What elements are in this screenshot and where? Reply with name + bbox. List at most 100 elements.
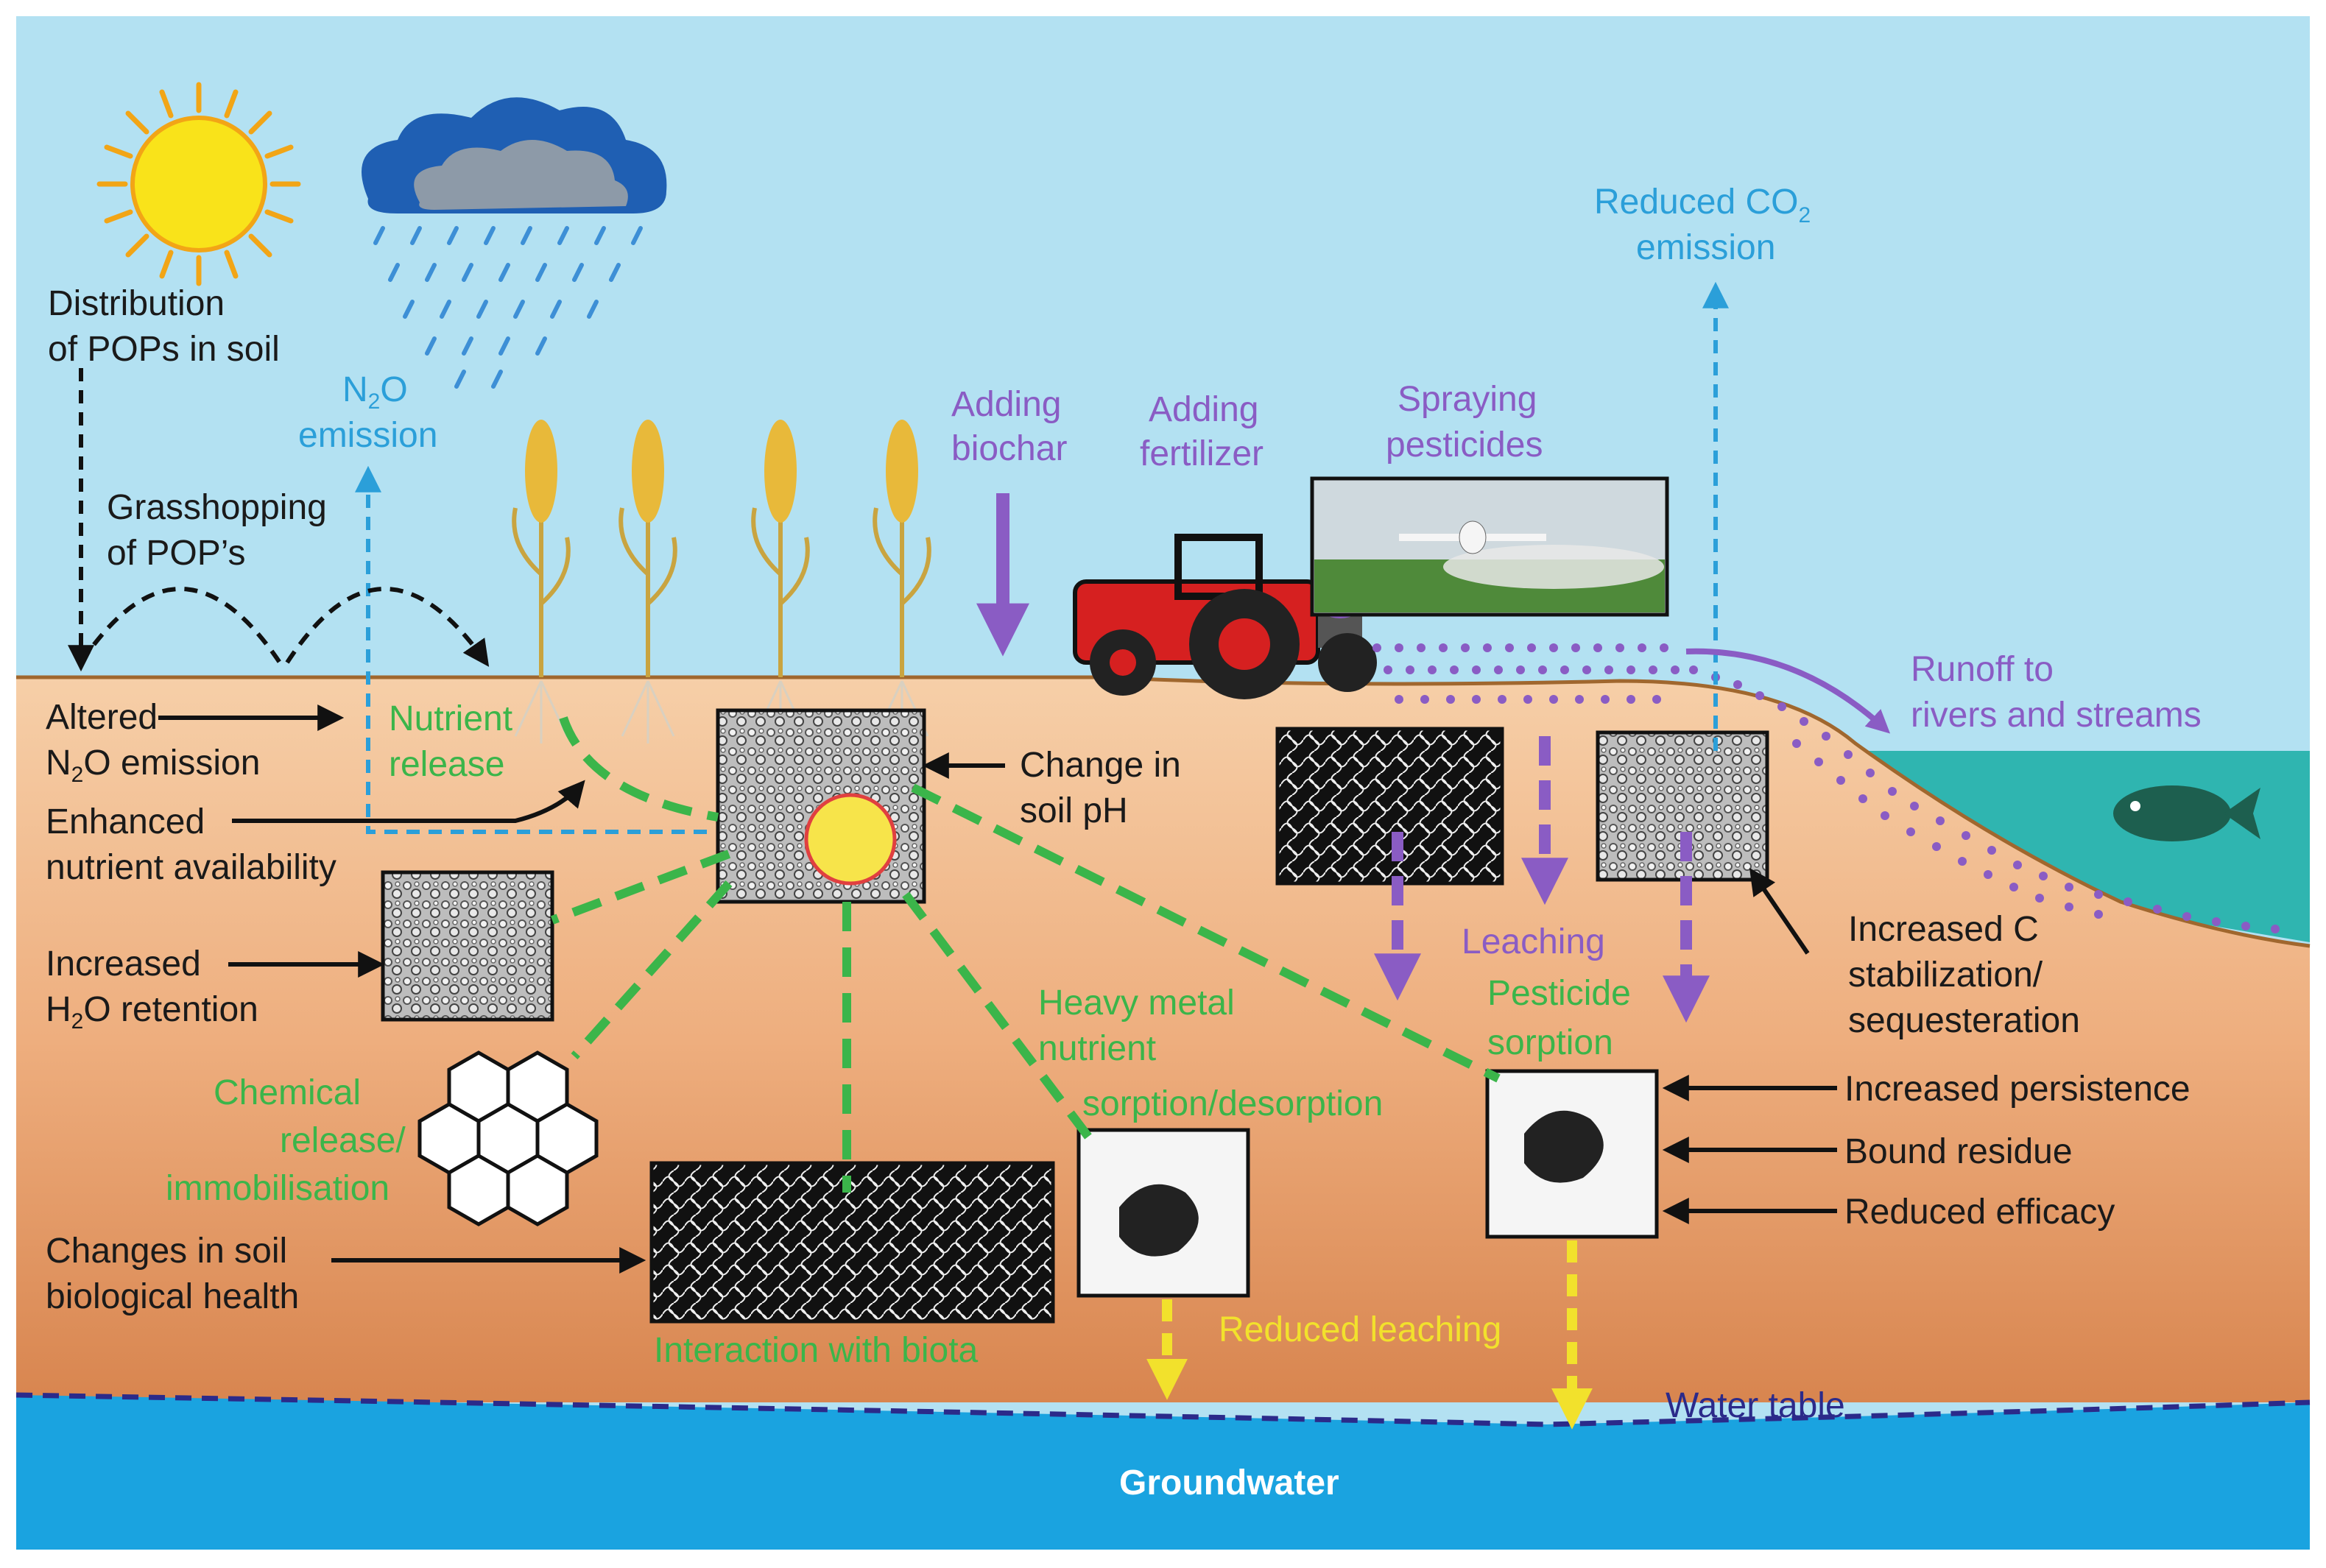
svg-text:of POP’s: of POP’s [107,534,246,573]
svg-text:sorption/desorption: sorption/desorption [1082,1084,1383,1123]
adding-fertilizer-label-2: fertilizer [1140,434,1264,473]
svg-text:N2O emission: N2O emission [46,744,260,787]
svg-text:Increased C: Increased C [1848,910,2039,949]
reduced-co2-sub: 2 [1798,203,1811,227]
runoff-label-1: Runoff to [1911,650,2054,689]
groundwater-label: Groundwater [1119,1463,1339,1502]
increased-h2o-h: H [46,990,71,1029]
spraying-label-2: pesticides [1386,425,1543,465]
svg-text:Distribution: Distribution [48,284,225,323]
svg-text:Increased persistence: Increased persistence [1844,1070,2191,1109]
chemical-release-label-3: immobilisation [166,1169,390,1208]
n2o-emission-o: O [380,370,407,409]
n2o-emission-label: emission [298,416,437,455]
n2o-emission-n: N [342,370,368,409]
svg-text:fertilizer: fertilizer [1140,434,1264,473]
reduced-leaching-label: Reduced leaching [1219,1310,1501,1349]
svg-text:Water table: Water table [1666,1386,1845,1425]
nutrient-release-label-1: Nutrient [389,699,512,738]
pore-micrograph-image [1275,727,1504,886]
svg-text:Changes in soil: Changes in soil [46,1232,287,1271]
purple-arrows [976,493,1891,1023]
svg-text:Reduced leaching: Reduced leaching [1219,1310,1501,1349]
altered-sub: 2 [71,763,84,787]
pesticide-spray-dots [1372,643,2280,933]
altered-label-2: O emission [83,744,260,783]
n2o-emission-sub: 2 [368,389,381,414]
svg-text:stabilization/: stabilization/ [1848,956,2043,995]
svg-text:Change in: Change in [1020,746,1181,785]
svg-text:Groundwater: Groundwater [1119,1463,1339,1502]
svg-text:soil pH: soil pH [1020,791,1128,830]
svg-text:release/: release/ [280,1121,406,1160]
altered-n: N [46,744,71,783]
grasshopping-label-2: of POP’s [107,534,246,573]
svg-text:Altered: Altered [46,698,158,737]
svg-text:of POPs in soil: of POPs in soil [48,330,280,369]
biota-image [649,1161,1055,1324]
soil-health-label-1: Changes in soil [46,1232,287,1271]
svg-text:nutrient: nutrient [1038,1029,1156,1068]
leaching-label: Leaching [1462,922,1605,961]
emission-arrows [355,281,1729,834]
svg-text:Adding: Adding [1149,390,1258,429]
heavy-metal-label-3: sorption/desorption [1082,1084,1383,1123]
increased-h2o-label-1: Increased [46,944,201,983]
heavy-metal-label-1: Heavy metal [1038,983,1235,1023]
svg-text:sequesteration: sequesteration [1848,1001,2080,1040]
fish-icon [2113,785,2260,841]
microbe-circle [804,793,897,886]
svg-text:Adding: Adding [951,385,1061,424]
svg-text:sorption: sorption [1487,1023,1613,1062]
svg-text:N2O: N2O [342,370,408,414]
reduced-co2-label-2: emission [1636,228,1775,267]
yellow-arrows [1146,1240,1593,1430]
tractor-icon [1073,534,1377,699]
change-ph-label-2: soil pH [1020,791,1128,830]
chemical-release-label-2: release/ [280,1121,406,1160]
grasshopping-label-1: Grasshopping [107,488,327,527]
black-arrows [158,704,1837,1274]
distribution-label-1: Distribution [48,284,225,323]
svg-text:H2O retention: H2O retention [46,990,258,1034]
svg-text:nutrient availability: nutrient availability [46,848,336,887]
increased-h2o-label-2: O retention [83,990,258,1029]
svg-text:release: release [389,745,504,784]
groundwater-layer [16,1395,2310,1550]
soil-health-label-2: biological health [46,1277,299,1316]
water-table-line [15,1392,2311,1427]
change-ph-label-1: Change in [1020,746,1181,785]
heavy-metal-label-2: nutrient [1038,1029,1156,1068]
water-table-label: Water table [1666,1386,1845,1425]
svg-text:Enhanced: Enhanced [46,802,205,841]
increased-persistence-label: Increased persistence [1844,1070,2191,1109]
rain-cloud-icon [362,97,667,389]
svg-text:Runoff to: Runoff to [1911,650,2054,689]
adding-biochar-label-1: Adding [951,385,1061,424]
svg-text:immobilisation: immobilisation [166,1169,390,1208]
reduced-efficacy-label: Reduced efficacy [1844,1193,2115,1232]
biochar-water-image [381,870,554,1022]
svg-text:Pesticide: Pesticide [1487,974,1631,1013]
svg-text:Nutrient: Nutrient [389,699,512,738]
svg-text:emission: emission [1636,228,1775,267]
bound-residue-label: Bound residue [1844,1132,2073,1171]
sun-icon [96,82,301,286]
enhanced-label-2: nutrient availability [46,848,336,887]
svg-text:Increased: Increased [46,944,201,983]
reduced-co2-label-1: Reduced CO [1594,183,1798,222]
svg-text:Spraying: Spraying [1398,380,1537,419]
svg-text:Heavy metal: Heavy metal [1038,983,1235,1023]
increased-c-label-1: Increased C [1848,910,2039,949]
runoff-label-2: rivers and streams [1911,696,2202,735]
svg-text:Bound residue: Bound residue [1844,1132,2073,1171]
crop-duster-plane-icon [1310,476,1669,617]
svg-text:Chemical: Chemical [214,1073,361,1112]
increased-c-label-2: stabilization/ [1848,956,2043,995]
svg-text:Interaction with biota: Interaction with biota [654,1331,979,1370]
svg-text:rivers and streams: rivers and streams [1911,696,2202,735]
nutrient-release-label-2: release [389,745,504,784]
interaction-biota-label: Interaction with biota [654,1331,979,1370]
adding-fertilizer-label-1: Adding [1149,390,1258,429]
